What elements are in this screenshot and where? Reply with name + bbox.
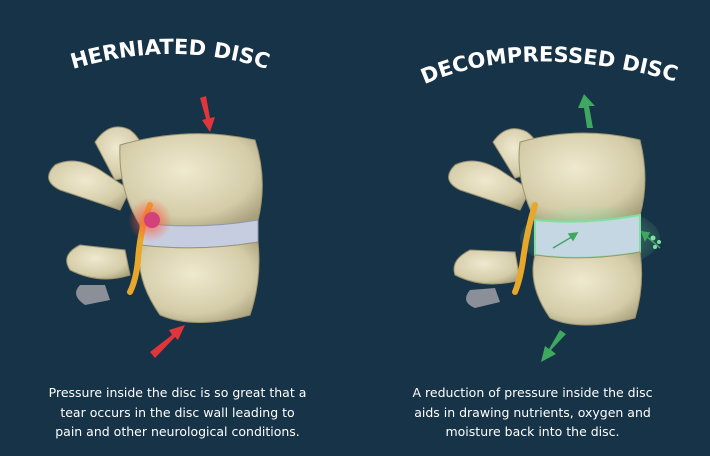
decompression-arrow-top <box>578 94 595 128</box>
nutrient-dot <box>653 245 657 249</box>
compression-arrow-top <box>200 96 215 132</box>
lower-small-process <box>466 288 500 308</box>
nutrient-arrow-right <box>640 231 661 249</box>
caption-line: moisture back into the disc. <box>445 424 620 439</box>
nutrient-dot <box>657 240 661 244</box>
caption-line: pain and other neurological conditions. <box>55 424 300 439</box>
spinal-nerve <box>512 202 538 295</box>
lower-process <box>66 244 131 280</box>
caption-line: Pressure inside the disc is so great tha… <box>48 385 307 400</box>
lower-process <box>453 249 521 285</box>
decompression-arrow-bottom <box>541 330 566 362</box>
herniation-bulge <box>144 212 160 228</box>
compression-arrow-bottom <box>150 325 185 358</box>
decompressed-disc-caption: A reduction of pressure inside the disc … <box>355 383 710 442</box>
herniated-disc-panel: HERNIATED DISC <box>0 35 355 442</box>
caption-line: aids in drawing nutrients, oxygen and <box>414 404 651 420</box>
herniated-disc-title: HERNIATED DISC <box>68 35 273 74</box>
upper-process <box>48 160 131 211</box>
herniated-disc-title-text: HERNIATED DISC <box>68 35 273 74</box>
nutrient-dot <box>650 235 656 241</box>
decompressed-disc-panel: DECOMPRESSED DISC <box>355 0 710 456</box>
lower-small-process <box>76 285 110 305</box>
intervertebral-disc <box>534 213 641 259</box>
svg-text:HERNIATED DISC: HERNIATED DISC <box>68 35 273 74</box>
lower-vertebral-body <box>138 241 260 323</box>
decompressed-disc-title: DECOMPRESSED DISC <box>417 42 680 88</box>
nutrient-arrow-left <box>552 232 579 249</box>
caption-line: tear occurs in the disc wall leading to <box>60 404 295 420</box>
caption-line: A reduction of pressure inside the disc <box>412 385 653 400</box>
herniated-vertebra-illustration <box>48 96 263 358</box>
lower-vertebral-body <box>532 251 643 326</box>
herniated-disc-caption: Pressure inside the disc is so great tha… <box>0 383 355 442</box>
upper-process <box>448 160 531 211</box>
decompressed-vertebra-illustration <box>448 94 661 362</box>
